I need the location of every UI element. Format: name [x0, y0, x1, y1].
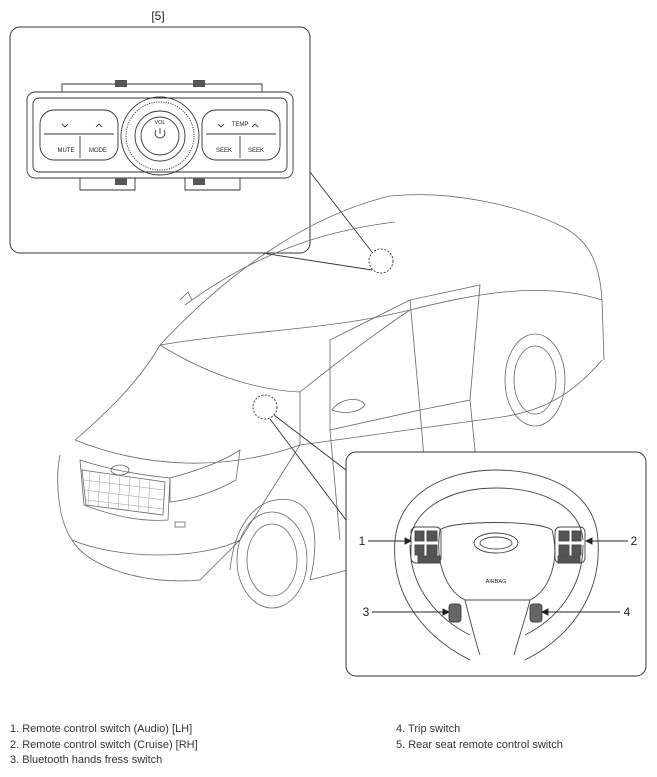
rear-remote-control-panel — [26, 83, 294, 191]
detail-label-5: [5] — [151, 9, 164, 23]
callout-1: 1 — [359, 534, 366, 548]
legend-item-2: 2. Remote control switch (Cruise) [RH] — [10, 738, 198, 751]
callout-3: 3 — [363, 605, 370, 619]
label-temp: TEMP — [232, 122, 249, 128]
steering-wheel — [394, 469, 599, 661]
label-mute: MUTE — [58, 148, 75, 154]
callout-4: 4 — [624, 605, 631, 619]
label-mode: MODE — [89, 148, 107, 154]
label-seek-right: SEEK — [248, 148, 264, 154]
legend-item-5: 5. Rear seat remote control switch — [396, 738, 563, 751]
label-seek-left: SEEK — [216, 148, 232, 154]
legend-item-1: 1. Remote control switch (Audio) [LH] — [10, 723, 193, 735]
legend-item-4: 4. Trip switch — [396, 723, 461, 735]
callout-arrows — [368, 537, 628, 616]
legend-item-3: 3. Bluetooth hands fress switch — [10, 754, 163, 766]
car-illustration — [57, 194, 605, 609]
leader-steering — [252, 394, 347, 521]
callout-2: 2 — [631, 534, 638, 548]
panel-grilles — [115, 80, 205, 185]
legend-right: 4. Trip switch 5. Rear seat remote contr… — [396, 722, 563, 753]
diagram: [5] MUTE MODE VOL TEMP SEEK SEEK — [9, 9, 647, 677]
detail-box-steering-wheel — [345, 451, 647, 677]
label-vol: VOL — [154, 120, 165, 126]
legend-left: 1. Remote control switch (Audio) [LH] 2.… — [10, 722, 198, 769]
label-airbag: AIRBAG — [486, 579, 507, 585]
detail-box-rear-remote — [9, 26, 311, 254]
